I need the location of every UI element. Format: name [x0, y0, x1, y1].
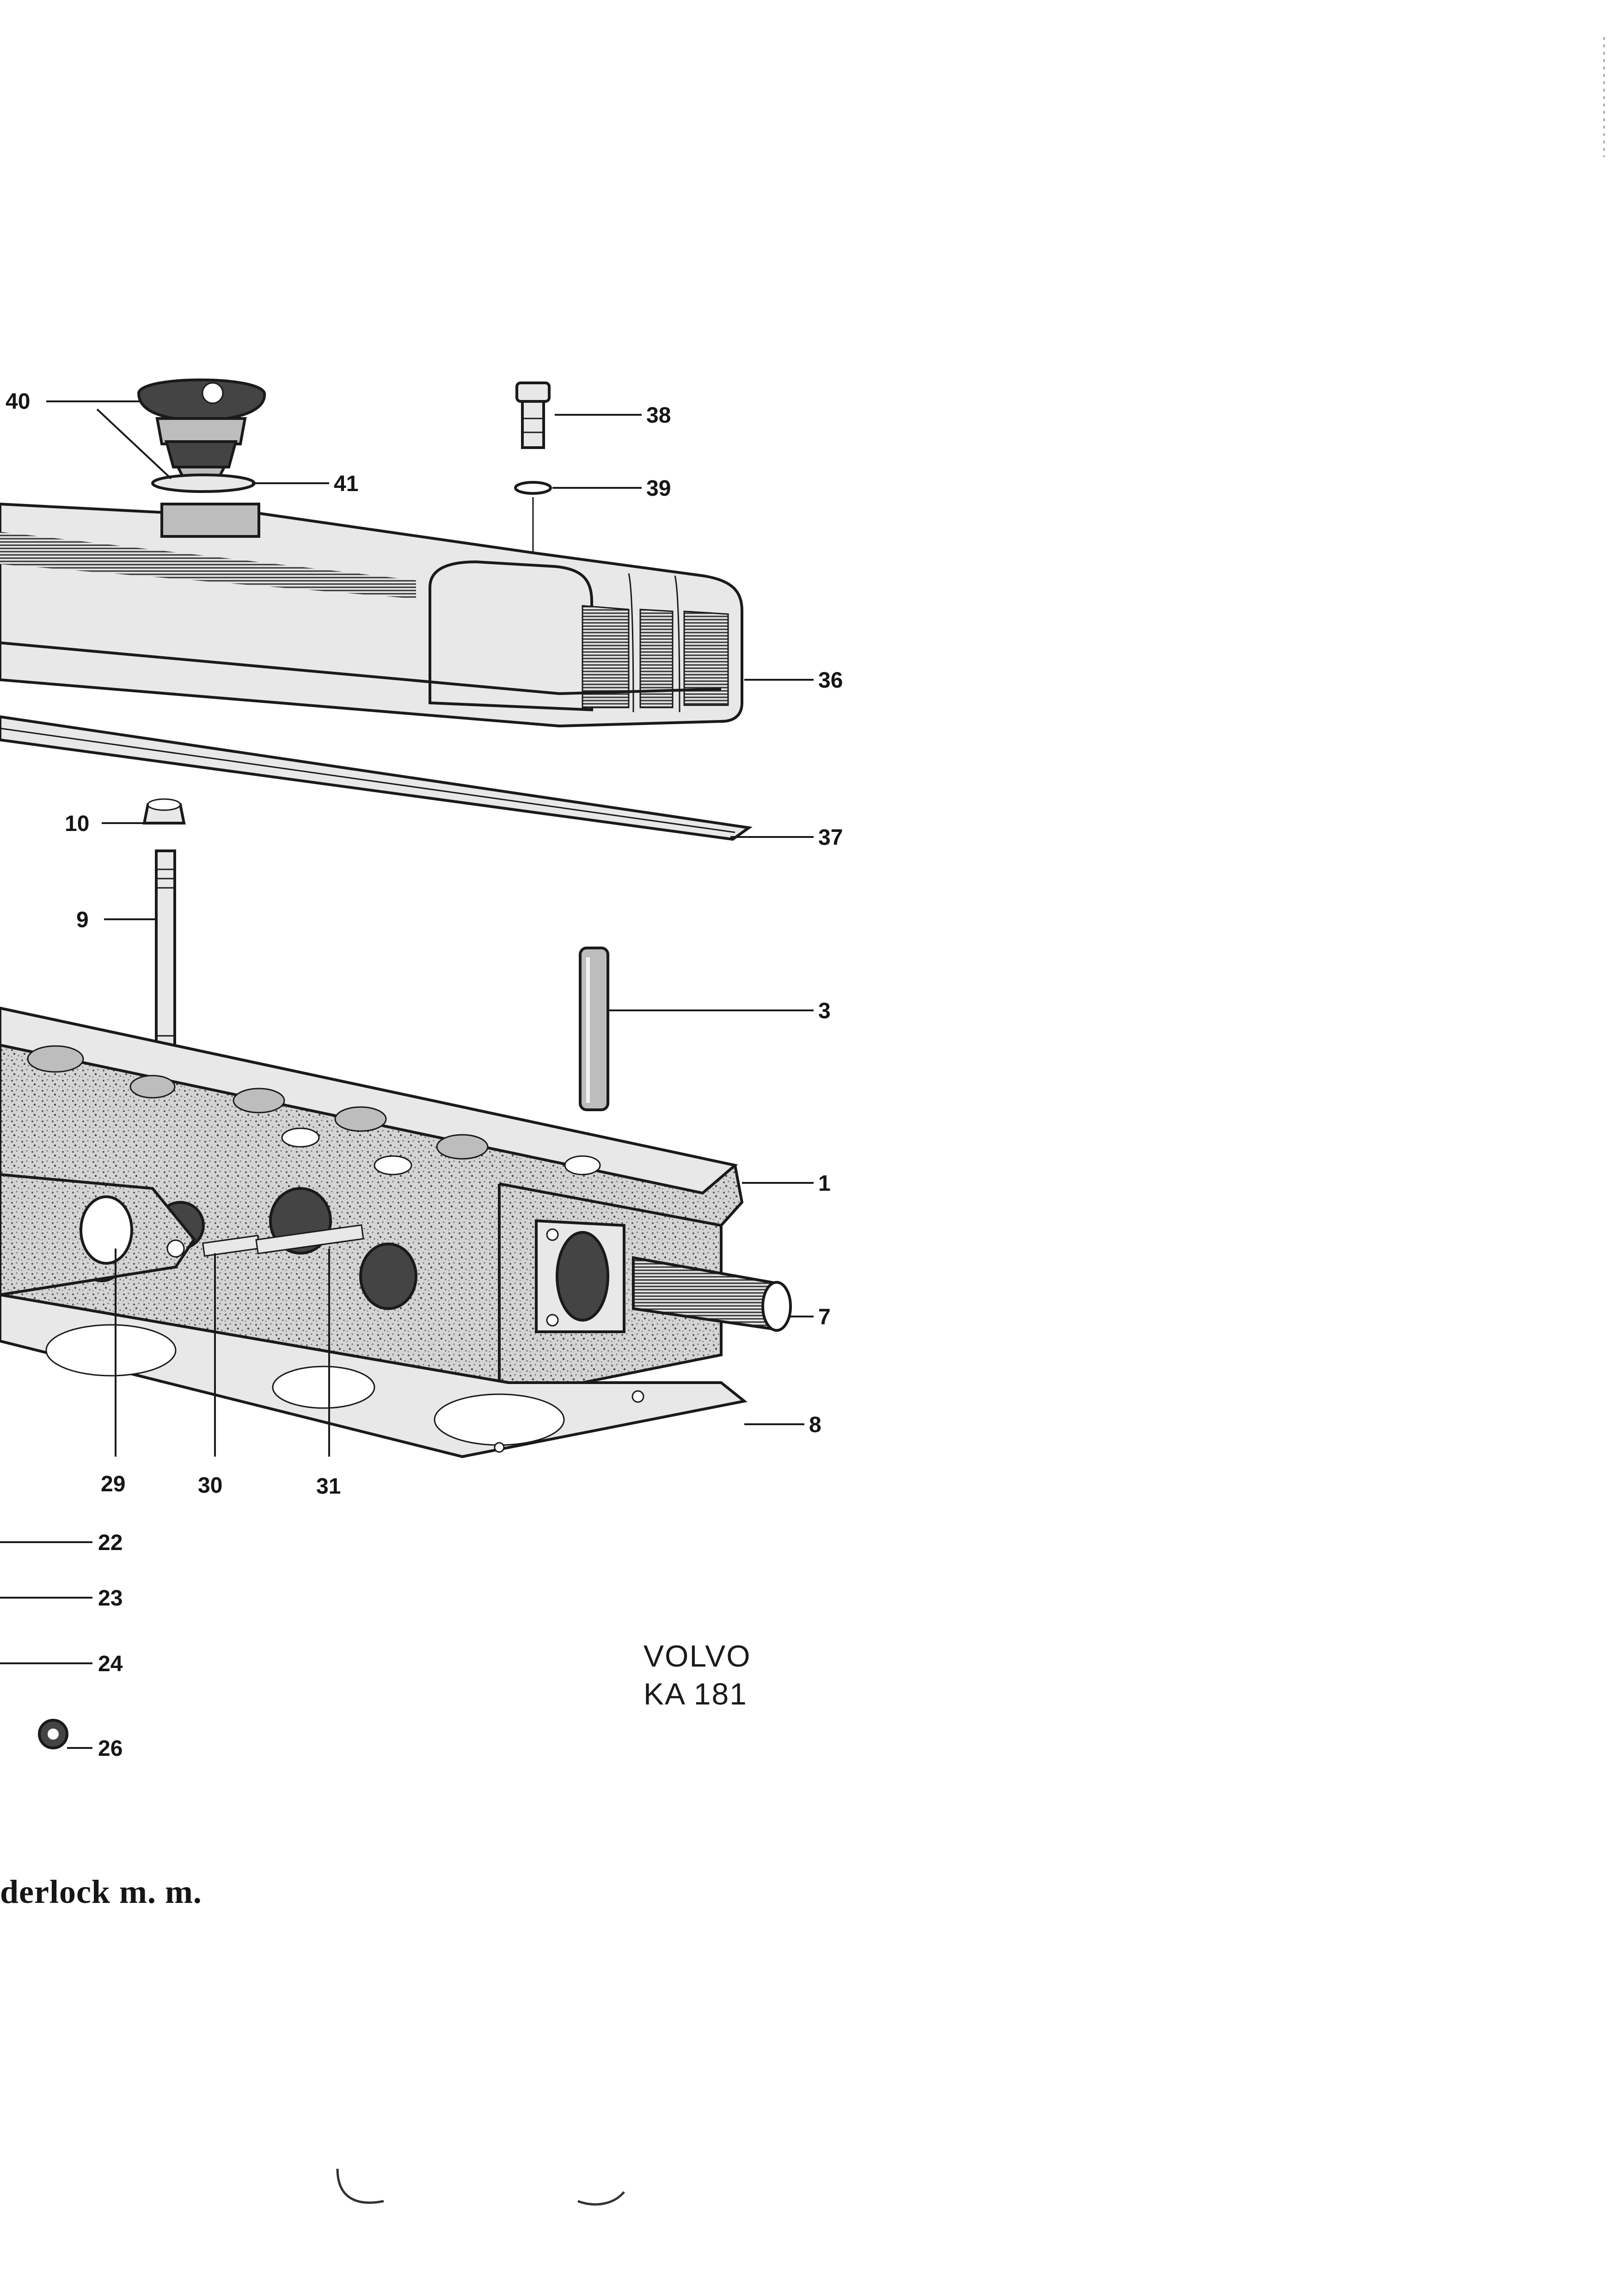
- volvo-stamp: VOLVO KA 181: [643, 1637, 751, 1713]
- callout-23: 23: [98, 1586, 123, 1611]
- callout-9: 9: [76, 908, 89, 932]
- callout-29: 29: [101, 1472, 125, 1496]
- filler-cap-seal: [151, 474, 256, 493]
- callout-3: 3: [818, 999, 831, 1023]
- bolt-washer: [514, 481, 552, 553]
- callout-10: 10: [65, 812, 89, 836]
- callout-26: 26: [98, 1736, 123, 1761]
- callout-8: 8: [809, 1413, 821, 1437]
- water-outlet-pipe: [632, 1256, 792, 1332]
- cylinder-head: [0, 1006, 744, 1384]
- volvo-stamp-brand: VOLVO: [643, 1639, 751, 1673]
- callout-7: 7: [818, 1305, 831, 1329]
- callout-38: 38: [646, 403, 671, 428]
- small-nut-part: [38, 1719, 68, 1749]
- callout-37: 37: [818, 825, 843, 850]
- callout-1: 1: [818, 1171, 831, 1196]
- callout-labels: 40 41 38 39 36 37 10 9 3 1 7 8 29 30 31 …: [6, 389, 843, 1761]
- callout-31: 31: [316, 1474, 341, 1499]
- leader-lines: [0, 400, 814, 1749]
- callout-39: 39: [646, 476, 671, 501]
- callout-40: 40: [6, 389, 30, 414]
- volvo-stamp-code: KA 181: [643, 1677, 748, 1711]
- rocker-cover: [0, 502, 743, 728]
- callout-30: 30: [198, 1473, 222, 1498]
- callout-22: 22: [98, 1531, 123, 1555]
- callout-41: 41: [334, 472, 358, 496]
- head-gasket: [0, 1293, 748, 1458]
- callout-36: 36: [818, 668, 843, 693]
- page-marks: [336, 37, 1605, 2206]
- callout-24: 24: [98, 1652, 123, 1676]
- page-caption: derlock m. m.: [0, 1873, 202, 1910]
- cover-bolt: [515, 381, 551, 449]
- dowel-sleeve: [579, 947, 609, 1111]
- manifold-gasket: [0, 1173, 196, 1297]
- rocker-cover-gasket: [0, 715, 753, 841]
- head-nut: [142, 798, 186, 824]
- manifold-stud-long: [255, 1224, 364, 1255]
